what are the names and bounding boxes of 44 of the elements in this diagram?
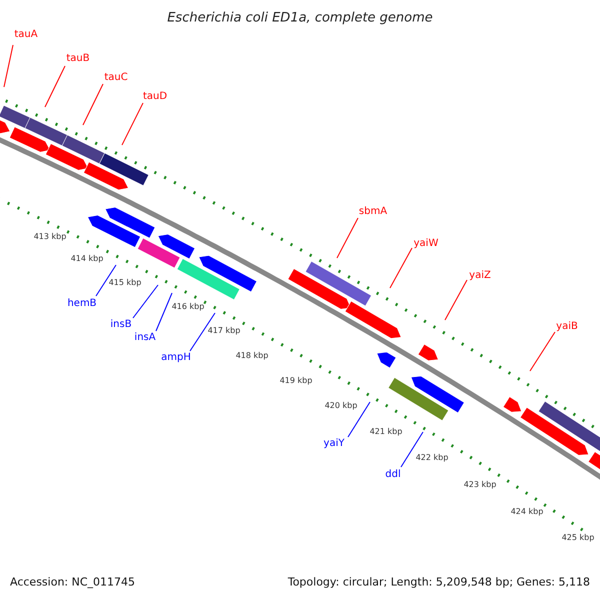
leader-line bbox=[348, 402, 370, 438]
leader-line bbox=[336, 218, 358, 258]
leader-line bbox=[82, 84, 104, 126]
gene-label: tauC bbox=[104, 73, 128, 83]
scale-label: 418 kbp bbox=[236, 352, 268, 360]
gene-label: ddl bbox=[385, 470, 401, 480]
gene-label: yaiY bbox=[324, 439, 344, 449]
footer-text: Accession: NC_011745 bbox=[10, 576, 136, 588]
scale-label: 425 kbp bbox=[562, 534, 594, 542]
leader-line bbox=[400, 432, 424, 468]
scale-label: 416 kbp bbox=[172, 303, 204, 311]
leader-line bbox=[444, 280, 468, 320]
leader-line bbox=[390, 248, 412, 288]
footer-text: Topology: circular; Length: 5,209,548 bp; Genes: 5,118 bbox=[288, 576, 590, 588]
scale-label: 423 kbp bbox=[464, 481, 496, 489]
leader-line bbox=[44, 66, 66, 108]
leader-line bbox=[132, 284, 158, 318]
gene-label: ampH bbox=[161, 353, 191, 363]
gene-label: insB bbox=[110, 320, 132, 330]
leader-line bbox=[122, 102, 144, 146]
scale-label: 417 kbp bbox=[208, 327, 240, 335]
leader-line bbox=[156, 292, 172, 332]
leader-line bbox=[190, 312, 216, 352]
scale-label: 413 kbp bbox=[34, 233, 66, 241]
scale-label: 419 kbp bbox=[280, 377, 312, 385]
scale-label: 415 kbp bbox=[108, 279, 142, 287]
gene-label: sbmA bbox=[358, 207, 388, 217]
gene-label: yaiB bbox=[556, 322, 578, 332]
gene-label: tauA bbox=[14, 30, 38, 40]
leader-line bbox=[530, 332, 556, 372]
scale-label: 414 kbp bbox=[70, 255, 104, 263]
leader-line bbox=[4, 44, 14, 88]
gene-label: yaiW bbox=[414, 239, 438, 249]
gene-label: tauD bbox=[142, 92, 168, 102]
gene-label: insA bbox=[134, 333, 156, 343]
scale-label: 424 kbp bbox=[510, 508, 544, 516]
gene-label: hemB bbox=[67, 299, 97, 309]
scale-label: 421 kbp bbox=[370, 428, 402, 436]
scale-label: 420 kbp bbox=[324, 402, 358, 410]
gene-label: tauB bbox=[66, 54, 90, 64]
scale-label: 422 kbp bbox=[416, 454, 448, 462]
leader-line bbox=[96, 264, 116, 296]
title: Escherichia coli ED1a, complete genome bbox=[167, 12, 433, 24]
gene-label: yaiZ bbox=[469, 271, 491, 281]
